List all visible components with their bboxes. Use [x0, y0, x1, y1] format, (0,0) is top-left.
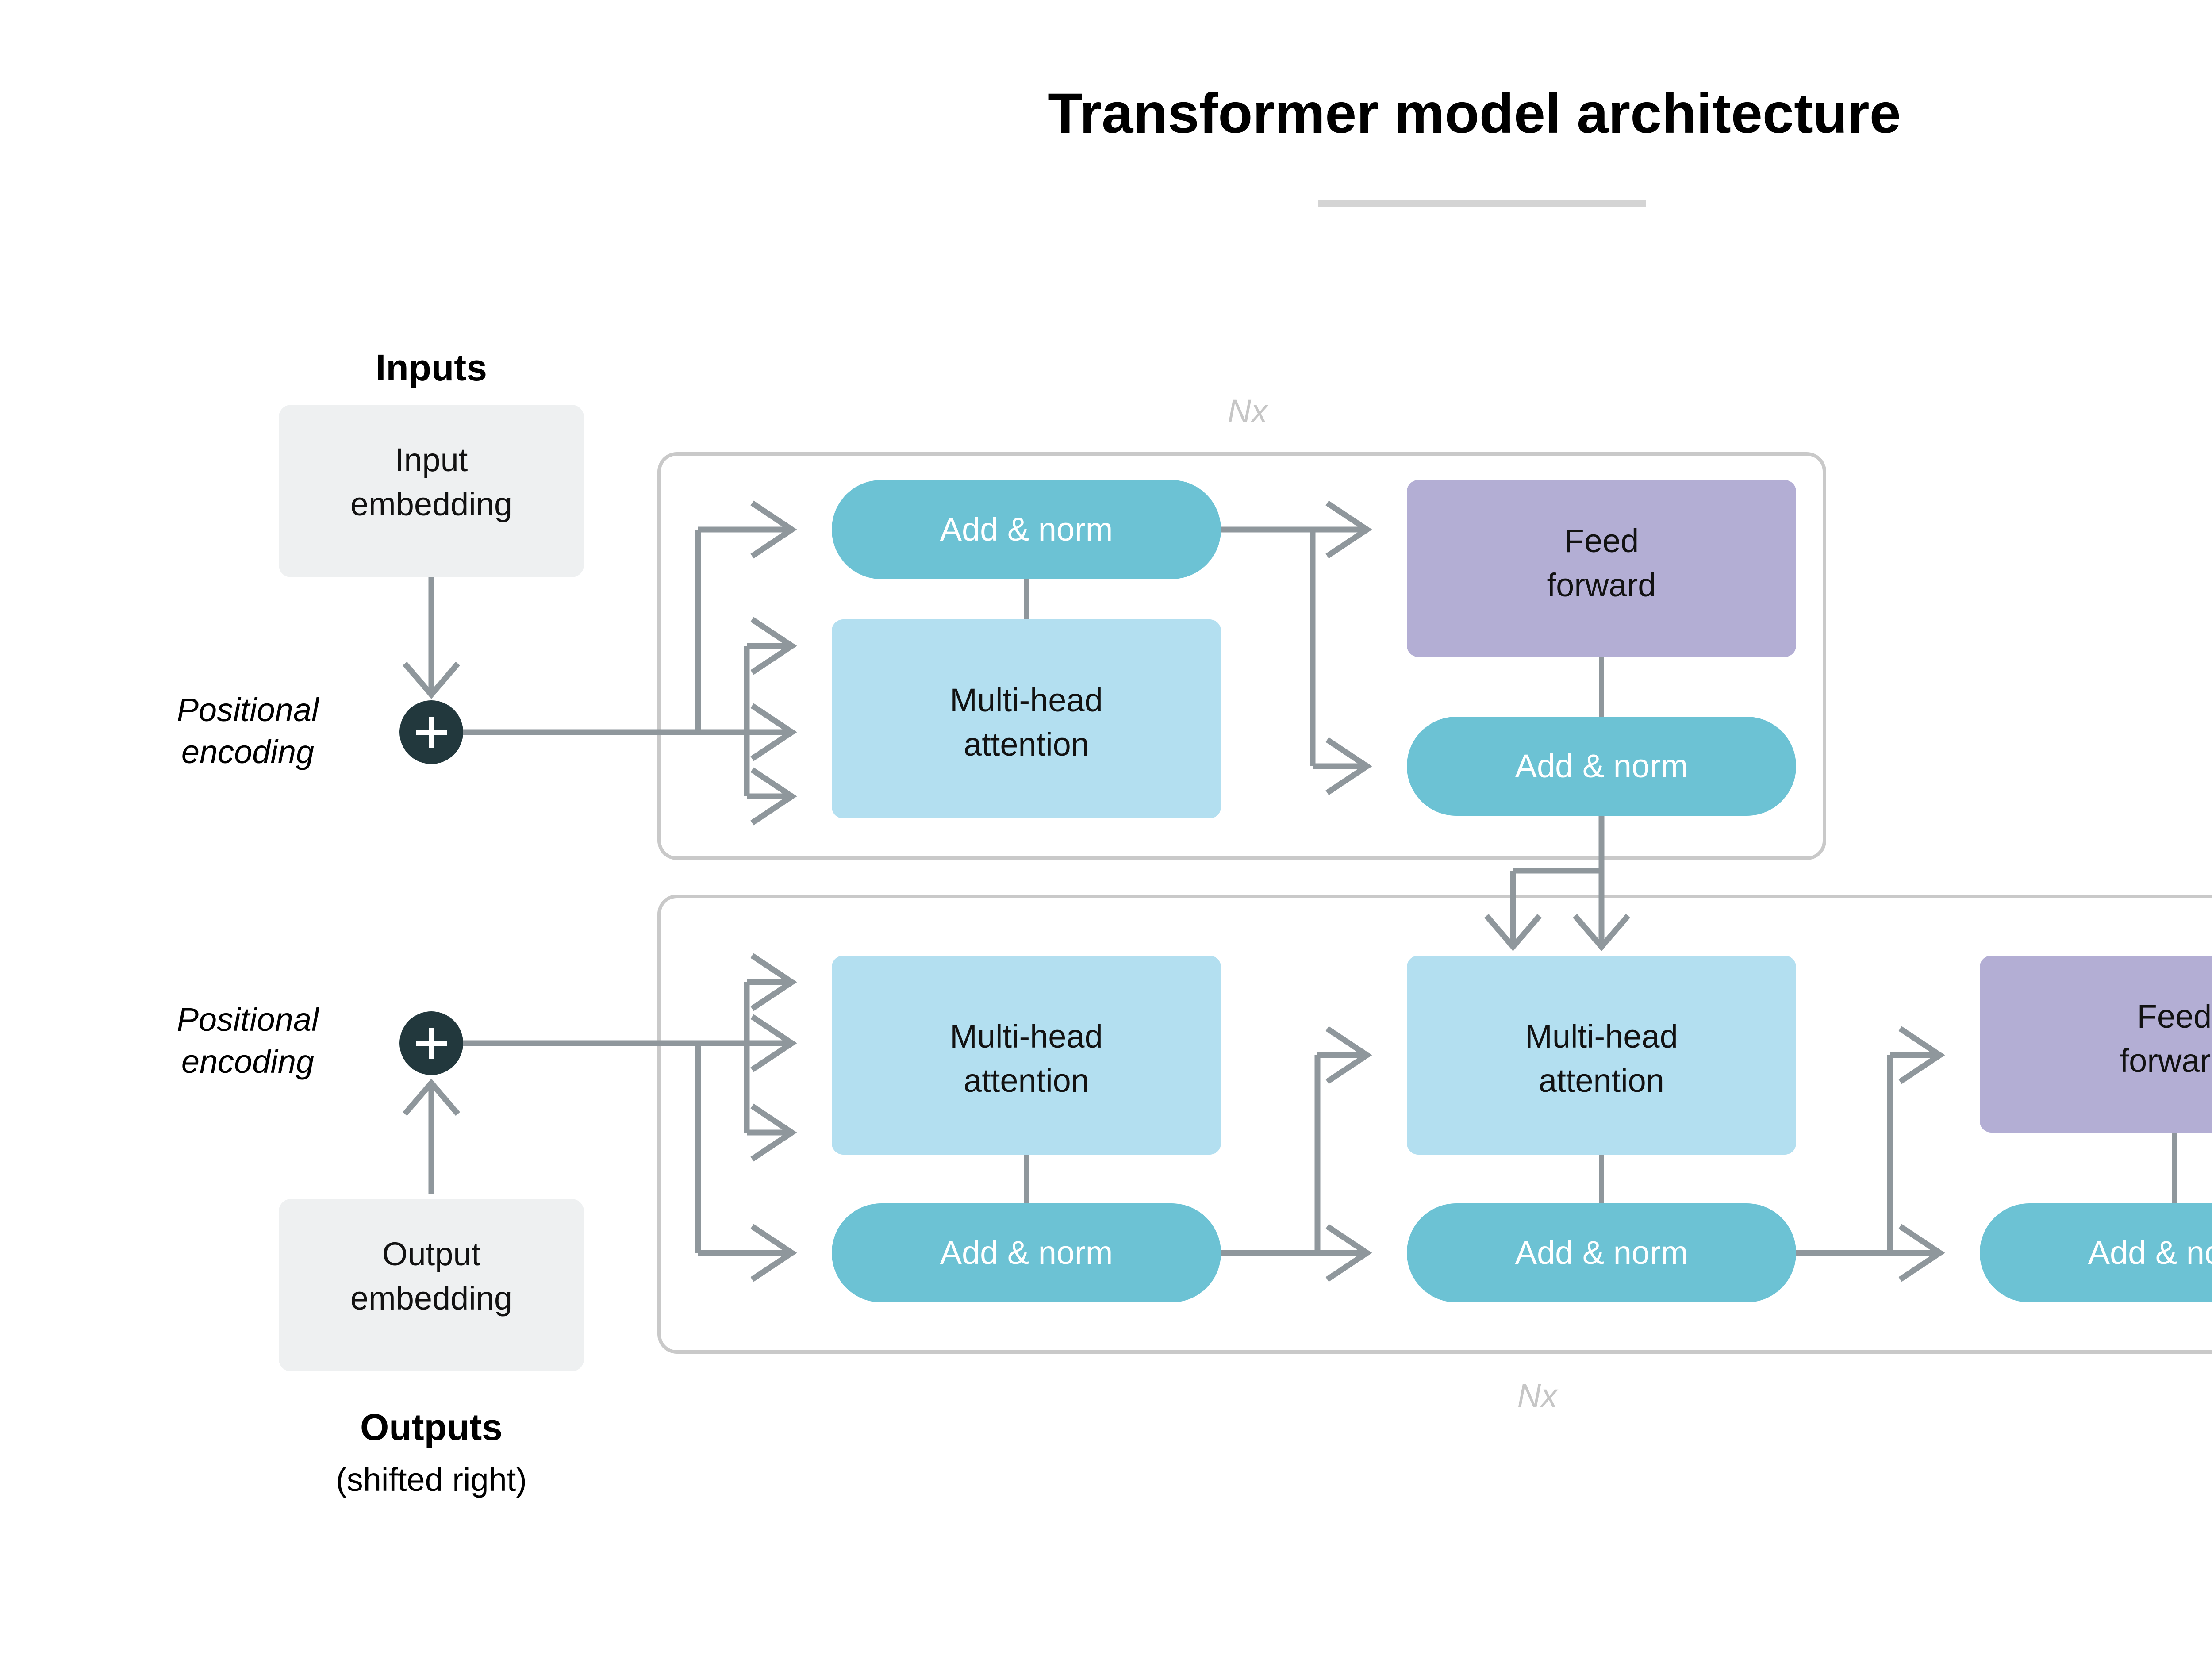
decoder-addnorm1-to-crossmha-routing: [1221, 1026, 1372, 1282]
decoder-ff-label-line2: forward: [2120, 1042, 2212, 1079]
decoder-masked-mha-label-line1: Multi-head: [950, 1018, 1103, 1055]
encoder-add-norm-2-box[interactable]: [1407, 717, 1796, 816]
outputs-heading: Outputs: [360, 1406, 503, 1448]
positional-encoding-label-bottom-line1: Positional: [177, 1001, 320, 1038]
decoder-masked-mha-label-line2: attention: [964, 1062, 1089, 1099]
decoder-input-routing: [463, 953, 797, 1282]
output-embedding-box[interactable]: [279, 1199, 584, 1371]
positional-encoding-add-node-encoder[interactable]: [399, 700, 463, 764]
decoder-masked-mha-box[interactable]: [832, 956, 1221, 1155]
decoder-cross-mha-box[interactable]: [1407, 956, 1796, 1155]
output-embedding-label-line1: Output: [382, 1236, 481, 1272]
inputs-heading: Inputs: [376, 347, 487, 388]
positional-encoding-label-bottom-line2: encoding: [181, 1043, 314, 1080]
output-embedding-label-line2: embedding: [350, 1280, 512, 1317]
input-embedding-box[interactable]: [279, 405, 584, 577]
decoder-feed-forward-box[interactable]: [1980, 956, 2212, 1133]
arrow-output-embedding-to-plus: [403, 1079, 460, 1194]
encoder-input-routing: [463, 500, 797, 826]
positional-encoding-add-node-decoder[interactable]: [399, 1011, 463, 1075]
decoder-ff-label-line1: Feed: [2137, 998, 2212, 1035]
decoder-container: [657, 895, 2212, 1354]
decoder-cross-mha-label-line1: Multi-head: [1525, 1018, 1678, 1055]
decoder-add-norm-3-label: Add & norm: [2088, 1234, 2212, 1271]
encoder-feed-forward-box[interactable]: [1407, 480, 1796, 657]
outputs-note: (shifted right): [336, 1461, 527, 1498]
decoder-cross-mha-label-line2: attention: [1539, 1062, 1664, 1099]
encoder-to-decoder-cross-attention-arrows: [1484, 816, 1630, 951]
encoder-add-norm-1-box[interactable]: [832, 480, 1221, 579]
decoder-add-norm-1-box[interactable]: [832, 1203, 1221, 1302]
encoder-addnorm-to-ff-routing: [1221, 500, 1372, 795]
encoder-add-norm-1-label: Add & norm: [940, 511, 1113, 548]
decoder-repeat-label: Nx: [1517, 1377, 1559, 1414]
positional-encoding-label-top-line2: encoding: [181, 733, 314, 770]
decoder-add-norm-1-label: Add & norm: [940, 1234, 1113, 1271]
encoder-container: [657, 452, 1826, 860]
encoder-multi-head-attention-box[interactable]: [832, 619, 1221, 818]
encoder-mha-label-line1: Multi-head: [950, 682, 1103, 718]
decoder-add-norm-3-box[interactable]: [1980, 1203, 2212, 1302]
input-embedding-label-line2: embedding: [350, 486, 512, 522]
positional-encoding-label-top-line1: Positional: [177, 691, 320, 728]
encoder-ff-label-line1: Feed: [1564, 522, 1639, 559]
page-title: Transformer model architecture: [1048, 82, 1901, 145]
encoder-ff-label-line2: forward: [1547, 567, 1656, 603]
encoder-add-norm-2-label: Add & norm: [1515, 748, 1688, 784]
encoder-repeat-label: Nx: [1228, 393, 1269, 430]
decoder-addnorm2-to-ff-routing: [1796, 1026, 1945, 1282]
arrow-input-embedding-to-plus: [403, 577, 460, 699]
input-embedding-label-line1: Input: [395, 442, 468, 478]
decoder-add-norm-2-box[interactable]: [1407, 1203, 1796, 1302]
encoder-mha-label-line2: attention: [964, 726, 1089, 763]
decoder-add-norm-2-label: Add & norm: [1515, 1234, 1688, 1271]
